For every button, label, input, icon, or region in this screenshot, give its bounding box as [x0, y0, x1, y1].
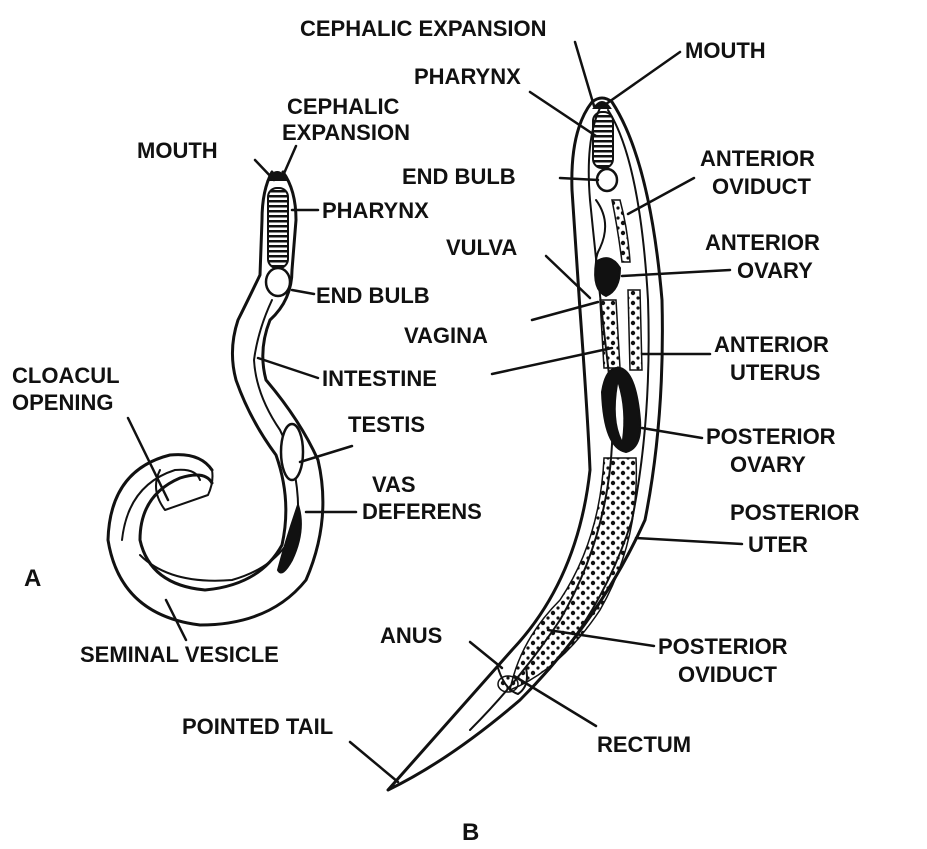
figure-letter-b: B	[462, 819, 479, 844]
label-a-end-bulb: END BULB	[316, 283, 430, 308]
male-intestine	[140, 300, 298, 581]
label-b-anterior-uterus-2: UTERUS	[730, 360, 820, 385]
label-b-rectum: RECTUM	[597, 732, 691, 757]
label-a-cloacul-2: OPENING	[12, 390, 113, 415]
female-anterior-uterus	[600, 300, 620, 368]
label-b-posterior-uter-1: POSTERIOR	[730, 500, 860, 525]
label-b-posterior-oviduct-2: OVIDUCT	[678, 662, 778, 687]
female-anterior-ovary	[595, 258, 620, 296]
label-b-posterior-uter-2: UTER	[748, 532, 808, 557]
female-anus-region	[498, 676, 518, 692]
label-b-anterior-oviduct-2: OVIDUCT	[712, 174, 812, 199]
female-uterus-side	[628, 290, 642, 370]
male-pharynx	[268, 188, 288, 268]
label-b-pointed-tail: POINTED TAIL	[182, 714, 333, 739]
label-b-posterior-oviduct-1: POSTERIOR	[658, 634, 788, 659]
female-worm	[388, 98, 662, 790]
label-a-mouth: MOUTH	[137, 138, 218, 163]
label-b-vulva: VULVA	[446, 235, 517, 260]
label-a-testis: TESTIS	[348, 412, 425, 437]
label-b-mouth: MOUTH	[685, 38, 766, 63]
label-b-vagina: VAGINA	[404, 323, 488, 348]
male-testis	[281, 424, 303, 480]
male-end-bulb	[266, 268, 290, 296]
label-b-posterior-ovary-2: OVARY	[730, 452, 806, 477]
label-a-vas-deferens-1: VAS	[372, 472, 416, 497]
label-b-pharynx: PHARYNX	[414, 64, 521, 89]
female-end-bulb	[597, 169, 617, 191]
male-worm	[108, 172, 323, 625]
label-b-end-bulb: END BULB	[402, 164, 516, 189]
female-anterior-oviduct	[612, 200, 630, 262]
label-b-cephalic-expansion: CEPHALIC EXPANSION	[300, 16, 547, 41]
label-b-anterior-ovary-1: ANTERIOR	[705, 230, 820, 255]
female-posterior-uterus	[510, 458, 636, 690]
label-a-seminal-vesicle: SEMINAL VESICLE	[80, 642, 279, 667]
label-a-intestine: INTESTINE	[322, 366, 437, 391]
label-b-anterior-uterus-1: ANTERIOR	[714, 332, 829, 357]
female-pharynx	[593, 112, 613, 168]
label-a-cephalic-expansion-1: CEPHALIC	[287, 94, 400, 119]
label-a-vas-deferens-2: DEFERENS	[362, 499, 482, 524]
label-b-anterior-oviduct-1: ANTERIOR	[700, 146, 815, 171]
figure-letter-a: A	[24, 565, 41, 592]
label-b-posterior-ovary-1: POSTERIOR	[706, 424, 836, 449]
label-b-anterior-ovary-2: OVARY	[737, 258, 813, 283]
male-worm-body-outer	[140, 172, 286, 590]
label-a-pharynx: PHARYNX	[322, 198, 429, 223]
label-a-cephalic-expansion-2: EXPANSION	[282, 120, 410, 145]
label-a-cloacul-1: CLOACUL	[12, 363, 120, 388]
label-b-anus: ANUS	[380, 623, 442, 648]
male-vas-deferens	[278, 505, 301, 572]
